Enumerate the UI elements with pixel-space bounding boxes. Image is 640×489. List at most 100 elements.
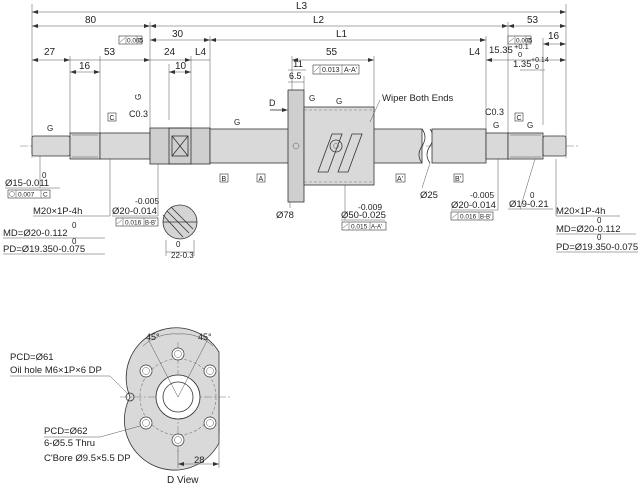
- left-md: MD=Ø20-0.112: [3, 228, 68, 239]
- left-bearing-dia: Ø20-0.014: [112, 206, 157, 217]
- pcd-62: PCD=Ø62: [44, 426, 88, 437]
- svg-text:0: 0: [176, 240, 181, 249]
- bolt-holes: [139, 347, 217, 447]
- mid-callouts: Ø78 -0.009 Ø50-0.025 0.015 A-A' Ø25: [276, 162, 438, 231]
- svg-text:C: C: [527, 38, 532, 45]
- dim-55: 55: [326, 47, 338, 58]
- right-pd: PD=Ø19.350-0.075: [556, 242, 638, 253]
- datum-b: B: [219, 173, 229, 183]
- shaft-diameter: Ø15-0.011: [5, 178, 49, 189]
- dim-30: 30: [172, 29, 184, 40]
- nut-diameter: Ø50-0.025: [341, 210, 386, 221]
- pcd-61: PCD=Ø61: [10, 352, 54, 363]
- dim-16-right: 16: [548, 31, 560, 42]
- datum-a: A: [256, 173, 266, 183]
- svg-text:B: B: [222, 176, 227, 183]
- grind-mark-3: G: [234, 118, 240, 127]
- chamfer-c03-left: C0.3: [129, 109, 148, 119]
- svg-text:A-A': A-A': [371, 225, 382, 231]
- dimension-lines: [31, 4, 567, 160]
- datum-c-right: C: [514, 112, 524, 122]
- dim-53-right: 53: [527, 15, 539, 26]
- d-view-title: D View: [167, 475, 199, 486]
- right-callouts: -0.005 Ø20-0.014 0.016 B-B' 0 Ø19-0.21 M…: [450, 158, 638, 253]
- dim-16-left: 16: [79, 61, 91, 72]
- datum-c-left: C: [107, 112, 117, 122]
- svg-text:0.015: 0.015: [351, 224, 368, 231]
- angle-right: 45°: [198, 332, 212, 342]
- chamfer-c03-right: C0.3: [485, 107, 504, 117]
- svg-text:A': A': [397, 176, 403, 183]
- svg-text:C: C: [138, 38, 143, 45]
- dim-53-left: 53: [104, 47, 116, 58]
- wiper-label: Wiper Both Ends: [382, 93, 454, 104]
- runout-frame-left: 0.005 C: [118, 35, 144, 45]
- svg-text:C: C: [43, 192, 48, 199]
- dim-l1: L1: [336, 29, 348, 40]
- dim-15-35-tol-lo: 0: [518, 50, 522, 59]
- dim-15-35: 15.35: [489, 45, 513, 56]
- oil-hole-spec: Oil hole M6×1P×6 DP: [10, 365, 102, 376]
- left-thread-spec: M20×1P-4h: [33, 206, 82, 217]
- angle-left: 45°: [146, 332, 160, 342]
- flat-width: 22-0.3: [171, 251, 194, 260]
- dim-l4-right: L4: [469, 47, 481, 58]
- right-bearing-dia: Ø20-0.014: [451, 200, 496, 211]
- grind-mark-1: G: [47, 124, 53, 133]
- svg-text:B-B': B-B': [145, 221, 156, 227]
- nut-return-tube: [317, 133, 363, 173]
- grind-mark-2: G: [134, 94, 143, 100]
- flange-diameter: Ø78: [276, 210, 294, 221]
- grind-mark-4: G: [309, 94, 315, 103]
- grind-mark-5: G: [336, 97, 342, 106]
- svg-text:-0.009: -0.009: [358, 202, 382, 212]
- dim-10: 10: [175, 61, 187, 72]
- dim-1-35: 1.35: [513, 59, 532, 70]
- svg-text:C: C: [517, 115, 522, 122]
- svg-text:0: 0: [597, 216, 602, 225]
- svg-text:0.007: 0.007: [18, 192, 35, 199]
- grind-mark-7: G: [527, 121, 533, 130]
- thru-holes: 6-Ø5.5 Thru: [44, 438, 95, 449]
- svg-text:B-B': B-B': [480, 215, 491, 221]
- svg-text:0.016: 0.016: [125, 220, 142, 227]
- right-thread-spec: M20×1P-4h: [556, 206, 605, 217]
- svg-text:0: 0: [72, 237, 77, 246]
- svg-text:A: A: [259, 176, 264, 183]
- dim-27: 27: [44, 47, 56, 58]
- d-view-flange: [120, 327, 232, 471]
- dim-6-5: 6.5: [289, 71, 302, 81]
- svg-text:A-A': A-A': [344, 67, 357, 74]
- svg-text:0.005: 0.005: [516, 38, 533, 45]
- dim-24: 24: [164, 47, 176, 58]
- dim-l4-left: L4: [195, 47, 207, 58]
- view-d-arrow-label: D: [269, 98, 276, 108]
- flat-section-view: 0 22-0.3: [162, 204, 198, 260]
- datum-b-prime: B': [453, 173, 464, 183]
- ball-nut: [287, 89, 375, 203]
- dim-11: 11: [293, 59, 303, 70]
- right-end-dia: Ø19-0.21: [509, 199, 549, 210]
- flange-runout-frame: 0.013 A-A': [312, 64, 360, 75]
- width-28: 28: [194, 455, 205, 466]
- screw-diameter: Ø25: [420, 190, 438, 201]
- dim-l3: L3: [296, 1, 308, 12]
- svg-text:0: 0: [530, 191, 535, 200]
- svg-text:0.005: 0.005: [127, 38, 144, 45]
- svg-text:0: 0: [597, 233, 602, 242]
- svg-text:0: 0: [42, 171, 47, 180]
- svg-text:0.016: 0.016: [460, 214, 477, 221]
- svg-text:0: 0: [72, 221, 77, 230]
- screw-shaft: [20, 127, 580, 165]
- svg-text:-0.005: -0.005: [135, 196, 159, 206]
- dim-l2: L2: [313, 15, 325, 26]
- right-md: MD=Ø20-0.112: [556, 224, 621, 235]
- dim-15-35-tol-up: +0.1: [514, 42, 529, 51]
- dim-1-35-tol-up: +0.14: [531, 57, 549, 64]
- svg-text:0.013: 0.013: [322, 67, 340, 74]
- runout-frame-right: 0.005 C: [507, 35, 533, 45]
- grind-mark-6: G: [493, 121, 499, 130]
- datum-a-prime: A': [395, 173, 406, 183]
